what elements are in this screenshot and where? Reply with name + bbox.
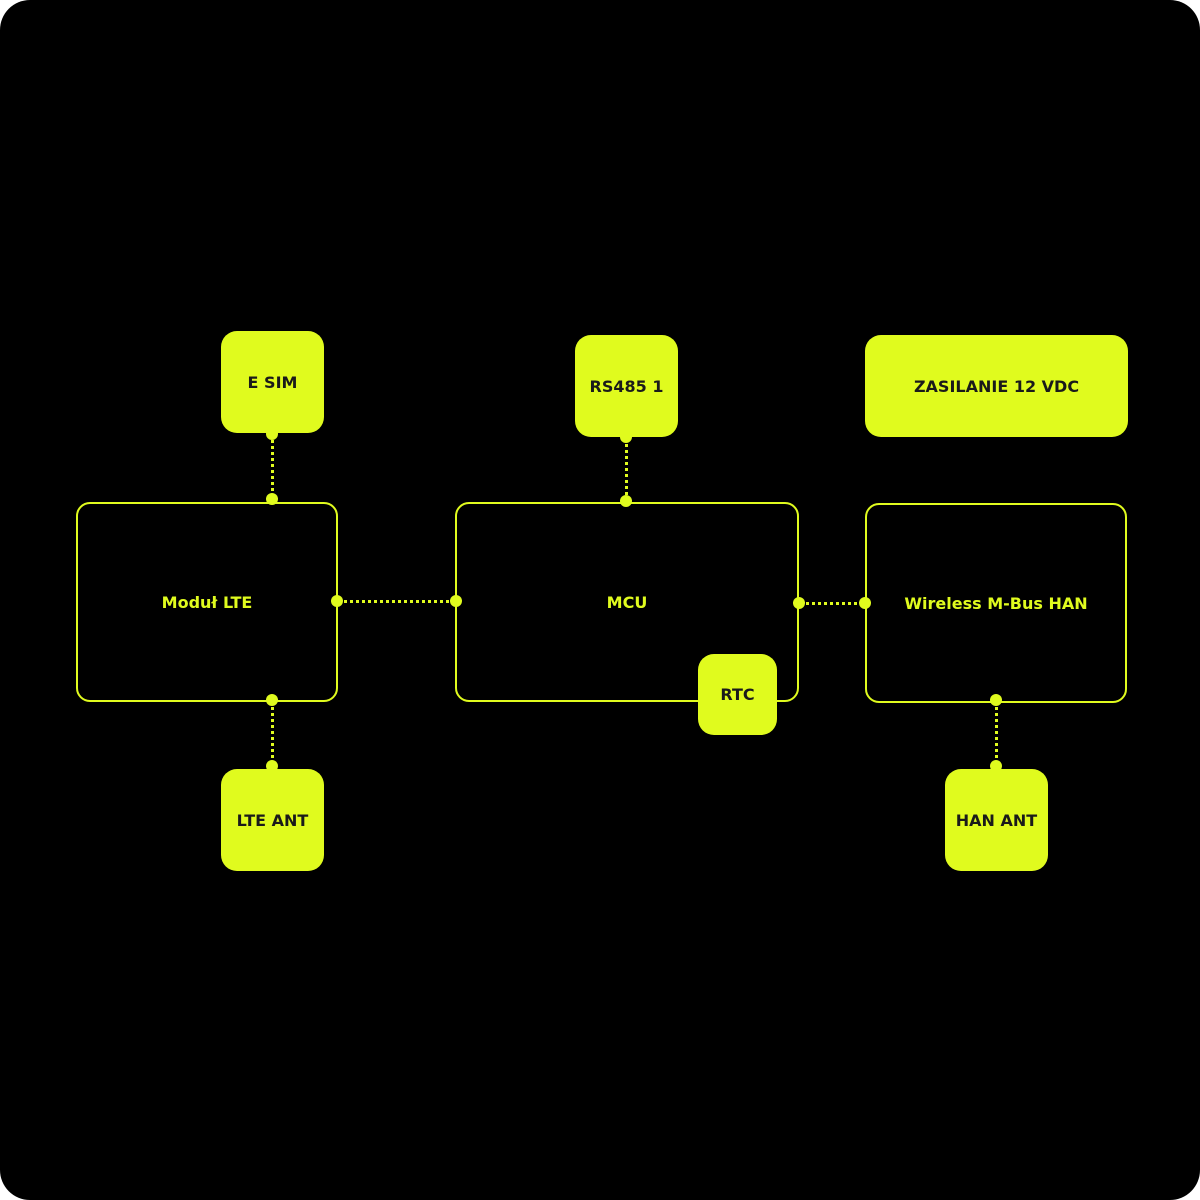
port-dot-mcu-left — [450, 595, 462, 607]
port-dot-lte-right — [331, 595, 343, 607]
port-dot-mcu-right — [793, 597, 805, 609]
han-ant-block: HAN ANT — [945, 769, 1048, 871]
wmbus-han-block: Wireless M-Bus HAN — [865, 503, 1127, 703]
mcu-label: MCU — [606, 592, 648, 612]
port-dot-lte-ant-top — [266, 760, 278, 772]
rtc-block: RTC — [698, 654, 777, 735]
lte-ant-block: LTE ANT — [221, 769, 324, 871]
lte-ant-label: LTE ANT — [236, 810, 309, 830]
connector-rs485-mcu — [625, 437, 628, 501]
rs485-block: RS485 1 — [575, 335, 678, 437]
wmbus-han-label: Wireless M-Bus HAN — [904, 593, 1088, 613]
port-dot-lte-bottom — [266, 694, 278, 706]
power-supply-block: ZASILANIE 12 VDC — [865, 335, 1128, 437]
port-dot-rs485-bottom — [620, 431, 632, 443]
connector-mcu-wmbus — [799, 602, 865, 605]
lte-module-label: Moduł LTE — [161, 592, 253, 612]
connector-wmbus-han-ant — [995, 700, 998, 766]
port-dot-wmbus-bottom — [990, 694, 1002, 706]
port-dot-esim-bottom — [266, 428, 278, 440]
han-ant-label: HAN ANT — [955, 810, 1038, 830]
port-dot-han-ant-top — [990, 760, 1002, 772]
connector-lte-ant — [271, 700, 274, 766]
rtc-label: RTC — [720, 685, 755, 704]
port-dot-lte-top — [266, 493, 278, 505]
connector-esim-lte — [271, 433, 274, 499]
lte-module-block: Moduł LTE — [76, 502, 338, 702]
esim-block: E SIM — [221, 331, 324, 433]
port-dot-mcu-top — [620, 495, 632, 507]
connector-lte-mcu — [337, 600, 456, 603]
power-supply-label: ZASILANIE 12 VDC — [913, 376, 1080, 396]
rs485-label: RS485 1 — [589, 376, 664, 396]
esim-label: E SIM — [247, 372, 298, 392]
port-dot-wmbus-left — [859, 597, 871, 609]
